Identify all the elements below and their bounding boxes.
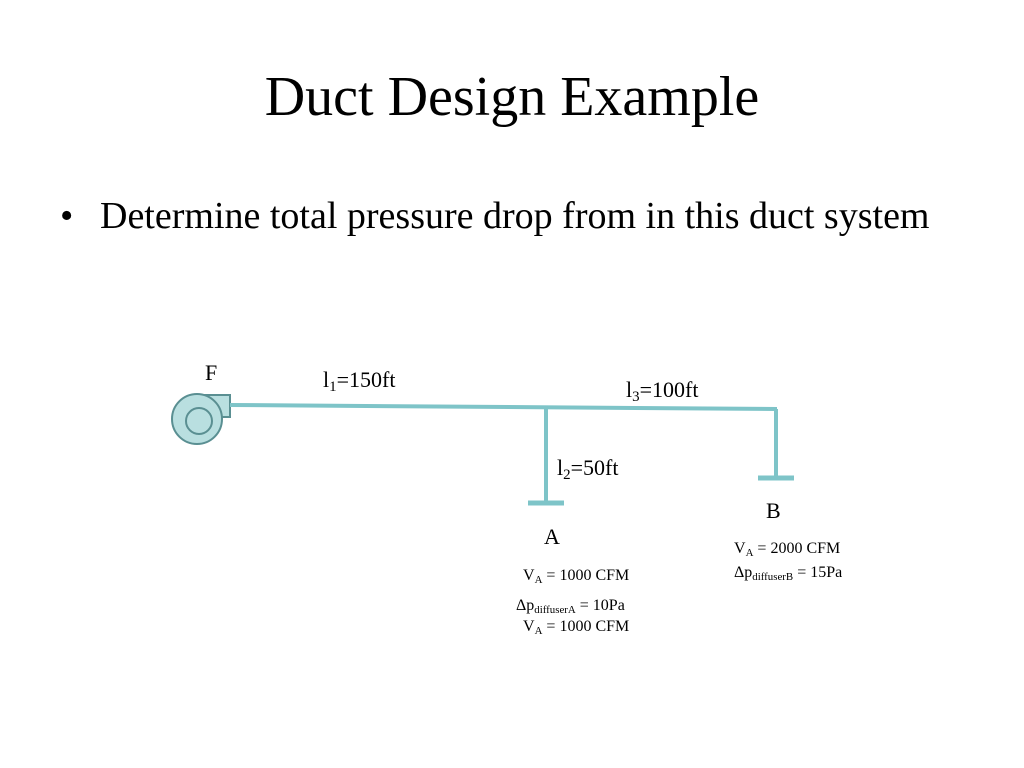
main-duct bbox=[229, 403, 778, 411]
segment-l2-value: =50ft bbox=[570, 455, 619, 480]
fan-impeller bbox=[185, 407, 213, 435]
outlet-b-drop-symbol: Δp bbox=[734, 564, 753, 581]
bullet-text: Determine total pressure drop from in th… bbox=[100, 195, 930, 237]
outlet-a-flow-sub: A bbox=[534, 574, 543, 587]
outlet-b-flow-symbol: V bbox=[734, 540, 746, 557]
outlet-a-flow2-text: = 1000 CFM bbox=[542, 618, 630, 635]
outlet-b-label: B bbox=[766, 498, 781, 523]
outlet-a-flow2-symbol: V bbox=[523, 618, 535, 635]
fan-label: F bbox=[205, 360, 218, 385]
outlet-b-drop-text: = 15Pa bbox=[793, 564, 843, 581]
segment-l3-letter: l bbox=[626, 377, 633, 402]
outlet-b-flow: VA = 2000 CFM bbox=[734, 540, 840, 558]
outlet-a-flow: VA = 1000 CFM bbox=[523, 567, 629, 585]
fan-icon bbox=[171, 393, 231, 445]
bullet-dot-icon: • bbox=[60, 195, 74, 237]
outlet-a-flow-repeat: VA = 1000 CFM bbox=[523, 618, 629, 636]
segment-l3-sub: 3 bbox=[632, 389, 640, 406]
segment-l1-letter: l bbox=[323, 367, 330, 392]
slide-title: Duct Design Example bbox=[264, 66, 760, 128]
bullet-list: • Determine total pressure drop from in … bbox=[60, 190, 980, 242]
segment-l3-label: l3=100ft bbox=[626, 377, 699, 406]
segment-l3-value: =100ft bbox=[639, 377, 699, 402]
outlet-a-pressure-drop: ΔpdiffuserA = 10Pa bbox=[516, 597, 625, 615]
outlet-b-drop-sub: diffuserB bbox=[752, 571, 794, 584]
segment-l2-sub: 2 bbox=[563, 467, 571, 484]
segment-l2-label: l2=50ft bbox=[557, 455, 619, 484]
outlet-b-pressure-drop: ΔpdiffuserB = 15Pa bbox=[734, 564, 842, 582]
outlet-a-drop-sub: diffuserA bbox=[534, 604, 576, 617]
segment-l1-sub: 1 bbox=[329, 379, 337, 396]
outlet-a-drop-symbol: Δp bbox=[516, 597, 535, 614]
segment-l1-value: =150ft bbox=[336, 367, 396, 392]
outlet-a-label: A bbox=[544, 524, 560, 549]
outlet-a-flow2-sub: A bbox=[534, 625, 543, 638]
outlet-a-flow-symbol: V bbox=[523, 567, 535, 584]
bullet-item: • Determine total pressure drop from in … bbox=[60, 190, 980, 242]
outlet-b-flow-text: = 2000 CFM bbox=[753, 540, 841, 557]
outlet-a-drop-text: = 10Pa bbox=[575, 597, 625, 614]
segment-l2-letter: l bbox=[557, 455, 564, 480]
segment-l1-label: l1=150ft bbox=[323, 367, 396, 396]
outlet-b-flow-sub: A bbox=[745, 547, 754, 560]
outlet-a-flow-text: = 1000 CFM bbox=[542, 567, 630, 584]
